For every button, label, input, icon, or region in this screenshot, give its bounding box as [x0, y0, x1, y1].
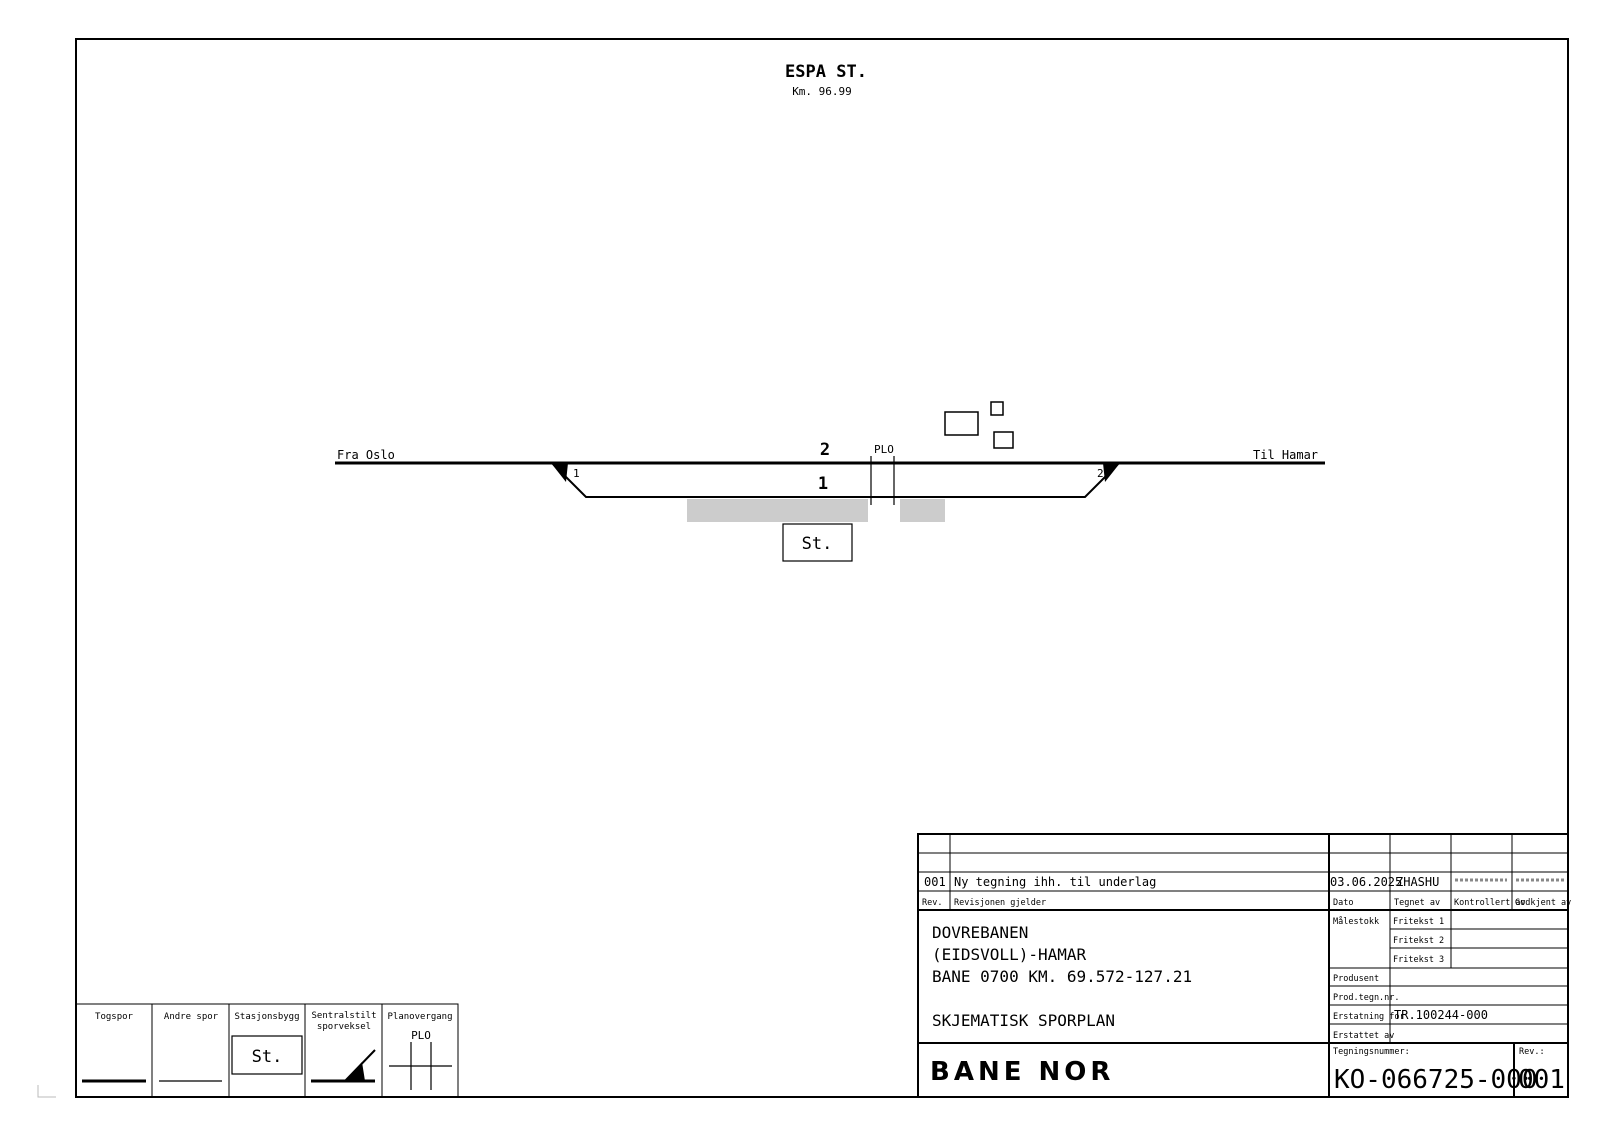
- header-tegnet-av: Tegnet av: [1394, 898, 1440, 908]
- rev-drawn-by: ZHASHU: [1396, 875, 1439, 889]
- drawing-rev: 001: [1518, 1065, 1565, 1095]
- building-small-top: [990, 401, 1004, 416]
- field-produsent: Produsent: [1333, 974, 1379, 984]
- legend-plo-label: PLO: [411, 1029, 431, 1042]
- building-small-right: [993, 431, 1014, 449]
- legend-switch-triangle: [345, 1062, 365, 1081]
- station-building-label: St.: [802, 534, 833, 554]
- header-godkjent-av: Godkjent av: [1515, 898, 1571, 908]
- field-rev-label: Rev.:: [1519, 1047, 1545, 1057]
- legend-sporveksel: sporveksel: [317, 1022, 371, 1032]
- legend-station-symbol-label: St.: [252, 1047, 283, 1067]
- header-kontrollert-av: Kontrollert av: [1454, 898, 1526, 908]
- track-1-label: 1: [818, 474, 828, 494]
- crossing-label: PLO: [874, 443, 894, 456]
- station-title: ESPA ST.: [785, 62, 867, 82]
- field-malestokk: Målestokk: [1333, 916, 1379, 927]
- platform-left: [687, 499, 868, 522]
- legend-planovergang: Planovergang: [387, 1012, 452, 1022]
- field-fritekst-3: Fritekst 3: [1393, 955, 1444, 965]
- building-large: [944, 411, 979, 436]
- project-line-3: BANE 0700 KM. 69.572-127.21: [932, 967, 1192, 986]
- legend-sentralstilt: Sentralstilt: [311, 1011, 376, 1021]
- drawing-number: KO-066725-000: [1334, 1065, 1538, 1095]
- switch-2-label: 2: [1097, 467, 1104, 480]
- platform-right: [900, 499, 945, 522]
- project-line-1: DOVREBANEN: [932, 923, 1028, 942]
- project-line-4: SKJEMATISK SPORPLAN: [932, 1011, 1115, 1030]
- from-label: Fra Oslo: [337, 448, 395, 462]
- legend-andre-spor: Andre spor: [164, 1012, 219, 1022]
- track-2-label: 2: [820, 440, 830, 460]
- switch-1-label: 1: [573, 467, 580, 480]
- to-label: Til Hamar: [1253, 448, 1318, 462]
- switch-2-symbol: [1103, 463, 1120, 482]
- station-building: [782, 523, 853, 562]
- header-rev: Rev.: [922, 898, 942, 908]
- field-fritekst-2: Fritekst 2: [1393, 936, 1444, 946]
- legend: Togspor Andre spor Stasjonsbygg St. Sent…: [75, 1003, 459, 1098]
- header-dato: Dato: [1333, 898, 1353, 908]
- corner-mark: [37, 1085, 56, 1098]
- field-fritekst-1: Fritekst 1: [1393, 917, 1444, 927]
- station-km: Km. 96.99: [792, 85, 852, 98]
- rev-value: 001: [924, 875, 946, 889]
- field-erstatning-for-value: TR.100244-000: [1394, 1008, 1488, 1022]
- legend-station-symbol: [231, 1035, 303, 1075]
- sheet-border: [75, 38, 1569, 1098]
- legend-stasjonsbygg: Stasjonsbygg: [234, 1012, 299, 1022]
- header-revisjonen-gjelder: Revisjonen gjelder: [954, 898, 1046, 908]
- legend-togspor: Togspor: [95, 1012, 134, 1022]
- rev-description: Ny tegning ihh. til underlag: [954, 875, 1156, 889]
- title-block: 001 Ny tegning ihh. til underlag 03.06.2…: [917, 833, 1571, 1098]
- field-erstattet-av: Erstattet av: [1333, 1031, 1394, 1041]
- project-line-2: (EIDSVOLL)-HAMAR: [932, 945, 1086, 964]
- rev-date: 03.06.2025: [1330, 875, 1402, 889]
- bane-nor-logo: BANE NOR: [930, 1057, 1114, 1087]
- track-1: [551, 462, 1120, 498]
- field-erstatning-for: Erstatning for: [1333, 1012, 1405, 1022]
- field-prod-tegn-nr: Prod.tegn.nr.: [1333, 993, 1400, 1003]
- switch-1-symbol: [551, 463, 568, 482]
- field-tegningsnummer: Tegningsnummer:: [1333, 1047, 1410, 1057]
